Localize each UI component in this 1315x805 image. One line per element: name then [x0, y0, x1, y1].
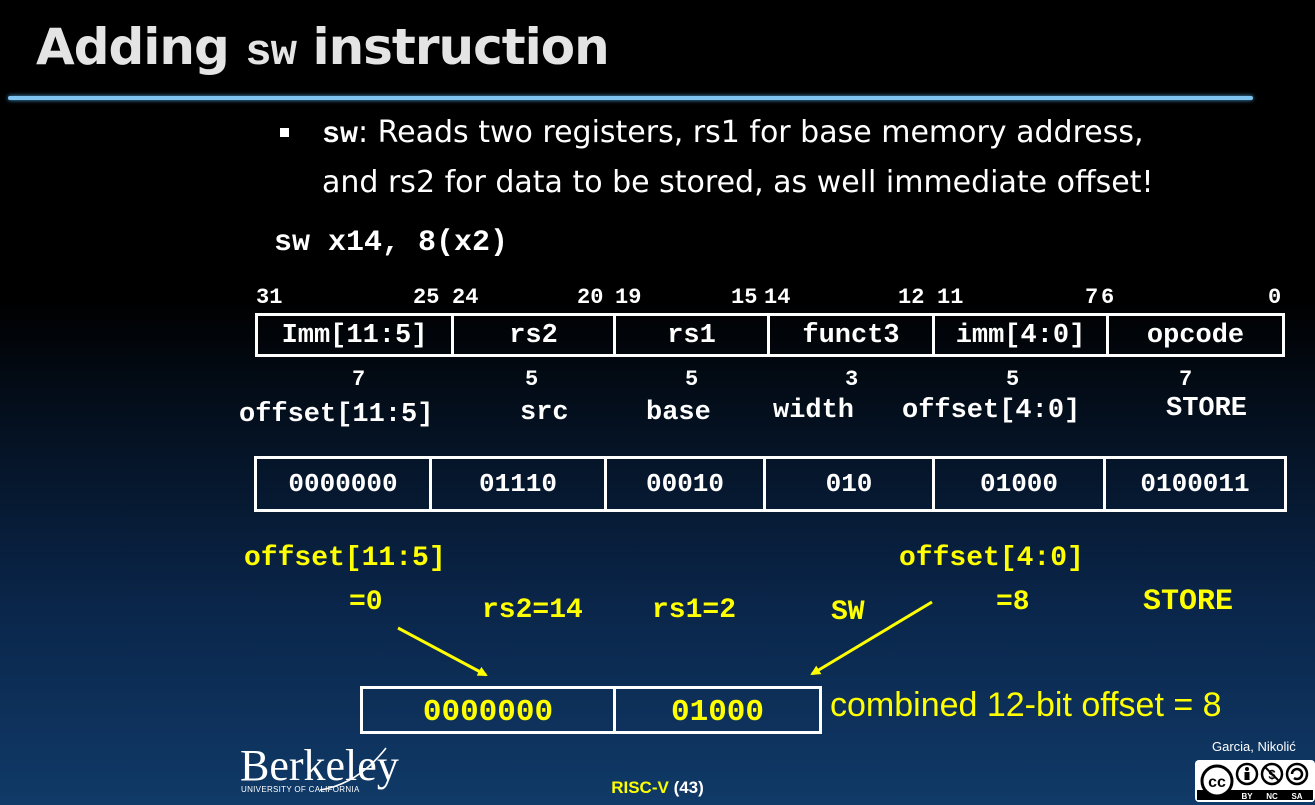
slide-title: Adding sw instruction [36, 18, 610, 78]
title-keyword: sw [245, 28, 297, 78]
field-imm-hi: Imm[11:5] [258, 316, 454, 354]
annot-store: STORE [1143, 585, 1234, 619]
bit-position: 11 [937, 285, 964, 310]
annot-rs2: rs2=14 [482, 595, 583, 626]
title-pre: Adding [36, 18, 246, 76]
field-width: 7 [352, 367, 366, 392]
combined-offset-lo: 01000 [613, 686, 822, 734]
bit-position: 15 [731, 285, 758, 310]
combined-offset-hi: 0000000 [360, 686, 616, 734]
field-name: base [646, 398, 711, 428]
field-name: STORE [1166, 394, 1248, 424]
encoding-rs1: 00010 [604, 456, 766, 512]
bit-position: 19 [615, 285, 642, 310]
combined-offset-text: combined 12-bit offset = 8 [830, 686, 1222, 724]
license-by-label: BY [1241, 792, 1253, 801]
encoding-funct3: 010 [763, 456, 935, 512]
field-funct3: funct3 [770, 316, 935, 354]
field-name: offset[4:0] [902, 396, 1081, 426]
field-name: offset[11:5] [239, 400, 434, 430]
annot-rs1: rs1=2 [652, 595, 737, 626]
field-opcode: opcode [1146, 321, 1245, 351]
annot-offset-hi-value: =0 [349, 587, 383, 618]
berkeley-logo-subtitle: UNIVERSITY OF CALIFORNIA [241, 785, 360, 794]
field-name: width [773, 396, 855, 426]
annot-sw: SW [831, 597, 865, 628]
bit-position: 24 [452, 285, 479, 310]
field-width: 5 [685, 367, 699, 392]
bullet-line-1: sw: Reads two registers, rs1 for base me… [322, 115, 1144, 152]
field-imm-lo: imm[4:0] [935, 316, 1109, 354]
field-width: 7 [1179, 367, 1193, 392]
field-width: 5 [1006, 367, 1020, 392]
bit-position: 14 [764, 285, 791, 310]
bit-position: 0 [1268, 285, 1282, 310]
bit-position: 25 [413, 285, 440, 310]
encoding-imm-hi: 0000000 [254, 456, 432, 512]
slide-footer: RISC-V (43) [0, 778, 1315, 798]
svg-text:cc: cc [1208, 774, 1226, 791]
license-nc-label: NC [1266, 792, 1278, 801]
arrow-offset-hi [397, 626, 488, 677]
arrow-offset-lo [810, 600, 933, 676]
bullet-keyword: sw [322, 118, 359, 152]
bullet-line-2: and rs2 for data to be stored, as well i… [322, 165, 1154, 200]
field-width: 3 [845, 367, 859, 392]
license-sa-label: SA [1291, 792, 1302, 801]
annot-offset-lo-value: =8 [996, 587, 1030, 618]
assembly-example: sw x14, 8(x2) [274, 226, 509, 260]
bit-position: 31 [256, 285, 283, 310]
bit-position: 12 [898, 285, 925, 310]
course-label: RISC-V [611, 778, 669, 797]
bit-position: 20 [577, 285, 604, 310]
field-rs2: rs2 [454, 316, 616, 354]
page-number: (43) [673, 778, 704, 797]
field-name: src [520, 398, 569, 428]
authors: Garcia, Nikolić [1212, 739, 1296, 754]
instruction-format-row: Imm[11:5] rs2 rs1 funct3 imm[4:0] opcode [255, 313, 1285, 357]
berkeley-logo: Berkeley [240, 741, 399, 790]
title-underline [8, 96, 1253, 100]
annot-offset-lo-label: offset[4:0] [899, 543, 1084, 574]
bullet-text-1: : Reads two registers, rs1 for base memo… [358, 115, 1144, 150]
encoding-opcode: 0100011 [1103, 456, 1287, 512]
annot-offset-hi-label: offset[11:5] [244, 543, 446, 574]
cc-by-nc-sa-icon: cc $ BY NC SA [1195, 760, 1315, 802]
bullet-marker [280, 128, 289, 137]
field-rs1: rs1 [616, 316, 770, 354]
bit-position: 7 [1085, 285, 1099, 310]
bit-position: 6 [1101, 285, 1115, 310]
berkeley-swoosh-icon [319, 747, 387, 791]
field-width: 5 [525, 367, 539, 392]
title-post: instruction [296, 18, 609, 76]
